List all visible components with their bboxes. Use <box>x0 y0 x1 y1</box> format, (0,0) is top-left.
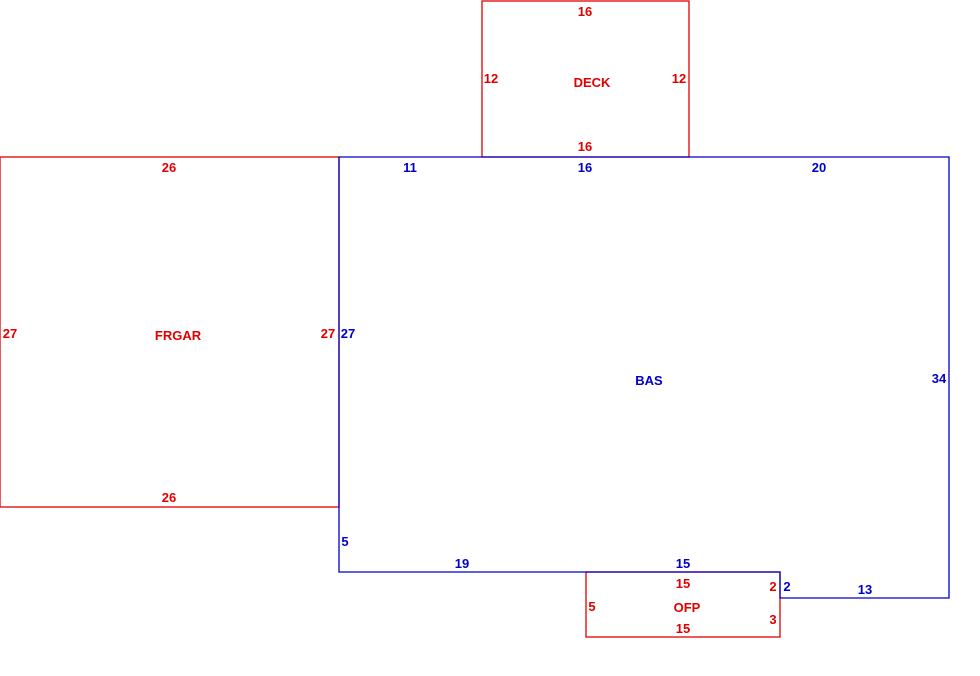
ofp-bottom-dim: 15 <box>676 621 690 636</box>
ofp-left-dim: 5 <box>588 599 595 614</box>
bas-step-dim: 2 <box>783 579 790 594</box>
deck-top-dim: 16 <box>578 4 592 19</box>
bas-left-lower-dim: 5 <box>341 534 348 549</box>
deck-label: DECK <box>574 75 611 90</box>
frgar-label: FRGAR <box>155 328 202 343</box>
bas-bottom-right-dim: 13 <box>858 582 872 597</box>
ofp-top-dim: 15 <box>676 576 690 591</box>
ofp-label: OFP <box>674 600 701 615</box>
bas-label: BAS <box>635 373 663 388</box>
deck-left-dim: 12 <box>484 71 498 86</box>
bas-bottom-left-dim: 19 <box>455 556 469 571</box>
bas-top-left-dim: 11 <box>403 160 417 175</box>
bas-right-dim: 34 <box>932 371 947 386</box>
bas-top-right-dim: 20 <box>812 160 826 175</box>
frgar-bottom-dim: 26 <box>162 490 176 505</box>
deck-right-dim: 12 <box>672 71 686 86</box>
frgar-right-dim: 27 <box>321 326 335 341</box>
bas-outline <box>338 156 950 599</box>
frgar-left-dim: 27 <box>3 326 17 341</box>
bas-left-dim: 27 <box>341 326 355 341</box>
bas-bottom-mid-dim: 15 <box>676 556 690 571</box>
frgar-top-dim: 26 <box>162 160 176 175</box>
ofp-right-upper-dim: 2 <box>769 579 776 594</box>
deck-bottom-dim: 16 <box>578 139 592 154</box>
bas-top-mid-dim: 16 <box>578 160 592 175</box>
ofp-right-lower-dim: 3 <box>769 612 776 627</box>
